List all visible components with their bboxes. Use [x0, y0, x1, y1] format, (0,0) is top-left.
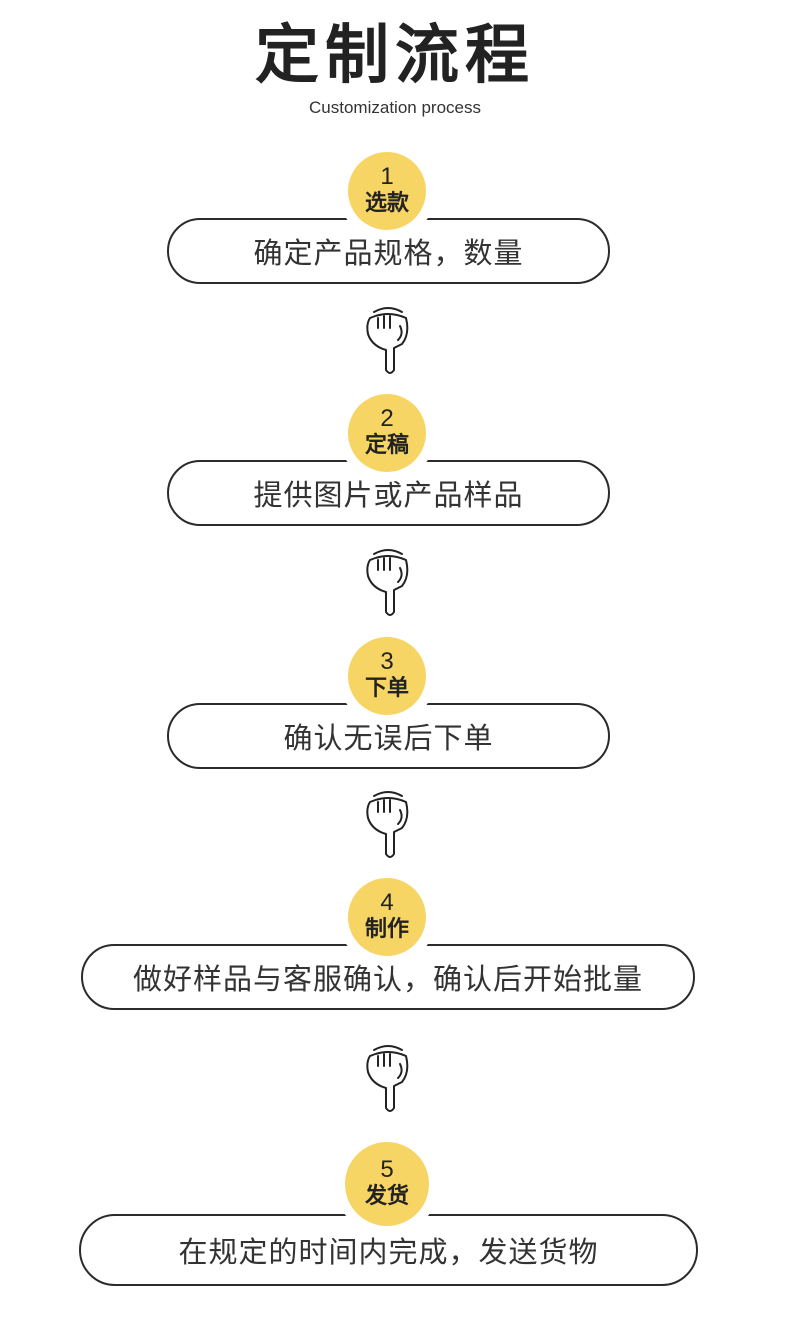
step-3-badge: 3 下单	[348, 637, 426, 715]
step-1-badge: 1 选款	[348, 152, 426, 230]
step-4-badge: 4 制作	[348, 878, 426, 956]
step-3-number: 3	[380, 648, 394, 675]
step-1-description-text: 确定产品规格，数量	[253, 236, 524, 270]
pointing-down-hand-icon	[366, 791, 409, 858]
step-3-description: 确认无误后下单	[167, 703, 610, 769]
step-1-number: 1	[380, 163, 394, 190]
step-4-number: 4	[380, 889, 394, 916]
step-1-label: 选款	[364, 191, 409, 216]
page-title: 定制流程	[255, 19, 535, 93]
step-5-description-text: 在规定的时间内完成，发送货物	[178, 1235, 599, 1269]
step-5-number: 5	[380, 1156, 394, 1183]
step-2-badge: 2 定稿	[348, 394, 426, 472]
step-2-label: 定稿	[364, 433, 409, 458]
step-3-label: 下单	[364, 676, 409, 701]
step-5-badge: 5 发货	[345, 1142, 429, 1226]
page-subtitle: Customization process	[309, 98, 481, 117]
step-3-description-text: 确认无误后下单	[283, 721, 494, 755]
pointing-down-hand-icon	[366, 1045, 409, 1112]
step-2-description-text: 提供图片或产品样品	[253, 478, 524, 512]
pointing-down-hand-icon	[366, 549, 409, 616]
step-5-label: 发货	[364, 1184, 409, 1209]
step-2-number: 2	[380, 405, 394, 432]
pointing-down-hand-icon	[366, 307, 409, 374]
step-4-description-text: 做好样品与客服确认，确认后开始批量	[132, 962, 643, 996]
step-4-label: 制作	[364, 917, 409, 942]
